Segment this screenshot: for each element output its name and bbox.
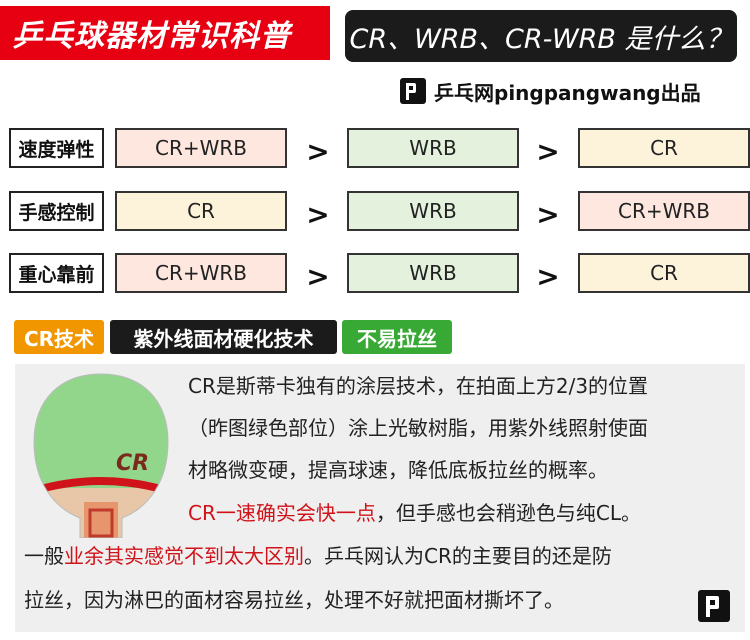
cell-balance-1: CR+WRB	[115, 253, 287, 293]
cell-balance-3: CR	[578, 253, 750, 293]
pingpangwang-corner-logo-icon	[698, 590, 730, 622]
publisher-credit: 乒乓网pingpangwang出品	[400, 76, 740, 106]
title-banner: 乒乓球器材常识科普	[0, 6, 330, 60]
highlight-red-text: 业余其实感觉不到太大区别	[64, 544, 304, 568]
greater-than-sign: >	[306, 259, 330, 293]
row-label-control: 手感控制	[9, 191, 104, 231]
cell-balance-2: WRB	[347, 253, 519, 293]
cr-logo-icon: CR	[116, 451, 149, 476]
cell-speed-2: WRB	[347, 128, 519, 168]
greater-than-sign: >	[306, 197, 330, 231]
cell-speed-3: CR	[578, 128, 750, 168]
body-line-1: CR是斯蒂卡独有的涂层技术，在拍面上方2/3的位置	[188, 374, 649, 398]
body-line-2: （昨图绿色部位）涂上光敏树脂，用紫外线照射使面	[188, 416, 648, 440]
greater-than-sign: >	[536, 197, 560, 231]
body-line-4: CR一速确实会快一点，但手感也会稍逊色与纯CL。	[188, 497, 738, 529]
cell-control-1: CR	[115, 191, 287, 231]
cell-control-3: CR+WRB	[578, 191, 750, 231]
publisher-text: 乒乓网pingpangwang出品	[434, 80, 701, 105]
cell-speed-1: CR+WRB	[115, 128, 287, 168]
row-label-speed: 速度弹性	[9, 128, 104, 168]
tag-uv-hardening: 紫外线面材硬化技术	[110, 320, 337, 354]
tag-anti-fraying: 不易拉丝	[342, 320, 452, 354]
paddle-logo-text: CR	[116, 451, 149, 476]
body-line-5: 一般业余其实感觉不到太大区别。乒乓网认为CR的主要目的还是防	[24, 540, 740, 572]
body-line-6: 拉丝，因为淋巴的面材容易拉丝，处理不好就把面材撕坏了。	[24, 588, 564, 612]
greater-than-sign: >	[536, 134, 560, 168]
row-label-balance: 重心靠前	[9, 253, 104, 293]
highlight-red-text: CR一速确实会快一点	[188, 501, 376, 525]
body-text: 。乒乓网认为CR的主要目的还是防	[304, 544, 612, 568]
body-text: 一般	[24, 544, 64, 568]
body-text: ，但手感也会稍逊色与纯CL。	[375, 501, 641, 525]
page-title: 乒乓球器材常识科普	[12, 19, 291, 54]
paddle-illustration: CR	[33, 373, 169, 538]
body-line-3: 材略微变硬，提高球速，降低底板拉丝的概率。	[188, 458, 608, 482]
tag-cr-tech: CR技术	[14, 320, 104, 354]
greater-than-sign: >	[306, 134, 330, 168]
pingpangwang-logo-icon	[400, 78, 426, 104]
greater-than-sign: >	[536, 259, 560, 293]
subtitle-box: CR、WRB、CR-WRB 是什么？	[345, 10, 737, 62]
cell-control-2: WRB	[347, 191, 519, 231]
page-subtitle: CR、WRB、CR-WRB 是什么？	[349, 23, 733, 55]
